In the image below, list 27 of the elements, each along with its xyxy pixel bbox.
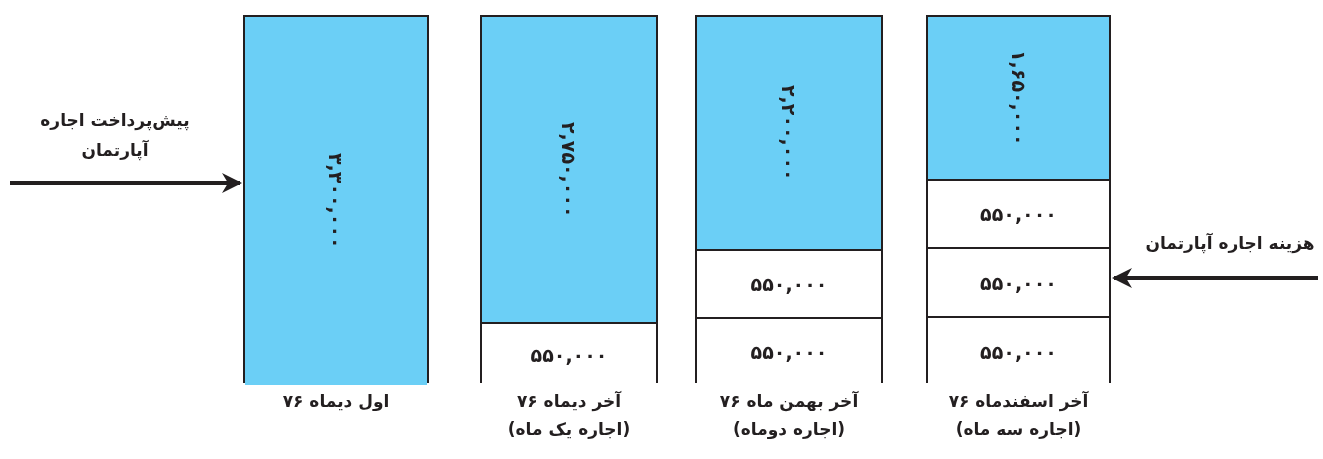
balance-segment [482, 17, 656, 322]
amount-label: ۱,۶۵۰,۰۰۰ [1007, 50, 1030, 146]
amount-label: ۲,۷۵۰,۰۰۰ [558, 121, 580, 218]
column-subcaption: (اجاره دوماه) [732, 419, 846, 439]
rent-segment [928, 316, 1109, 385]
column-caption: آخر بهمن ماه ۷۶ [718, 391, 860, 411]
edge-label: هزینه اجاره آپارتمان [1144, 232, 1316, 256]
column-subcaption: (اجاره یک ماه) [506, 419, 632, 439]
rent-amount: ۵۵۰,۰۰۰ [980, 271, 1057, 294]
column-caption: آخر اسفندماه ۷۶ [947, 391, 1090, 411]
column-caption: اول دیماه ۷۶ [281, 391, 391, 411]
column-subcaption: (اجاره سه ماه) [954, 419, 1083, 439]
amount-label: ۳,۳۰۰,۰۰۰ [325, 153, 347, 249]
rent-amount: ۵۵۰,۰۰۰ [750, 341, 828, 363]
rent-amount: ۵۵۰,۰۰۰ [980, 203, 1057, 225]
edge-label: پیش‌پرداخت اجاره آپارتمان [39, 109, 191, 163]
rent-segment [697, 317, 881, 385]
balance-segment [697, 17, 881, 249]
column-caption: آخر دیماه ۷۶ [515, 391, 623, 411]
rent-amount: ۵۵۰,۰۰۰ [980, 340, 1057, 363]
arrow [10, 173, 242, 193]
rent-amount: ۵۵۰,۰۰۰ [530, 343, 608, 366]
amount-label: ۲,۲۰۰,۰۰۰ [778, 85, 800, 181]
rent-amount: ۵۵۰,۰۰۰ [750, 273, 828, 295]
rent-segment [482, 322, 656, 385]
arrow [1112, 268, 1318, 288]
balance-segment [928, 17, 1109, 179]
